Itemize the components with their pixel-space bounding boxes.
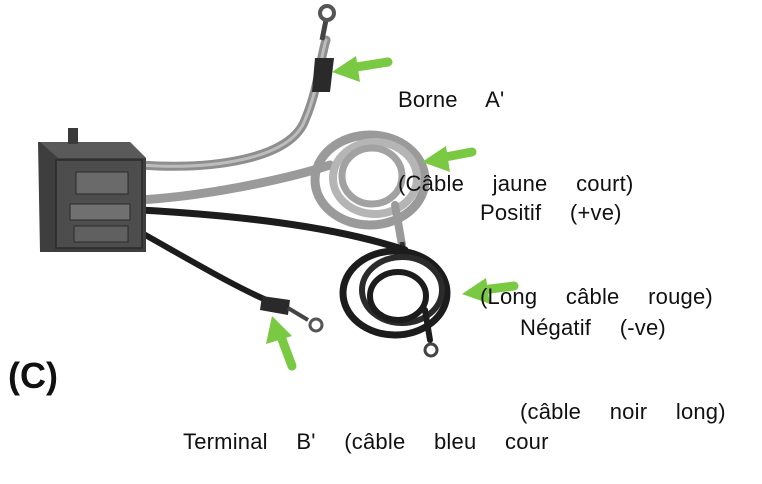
arrow-negatif xyxy=(462,278,519,304)
label-negatif-line2: (câble noir long) xyxy=(520,399,726,424)
label-positif: Positif (+ve) (Long câble rouge) xyxy=(480,143,713,339)
label-terminal-line1: Terminal B' (câble bleu cour xyxy=(183,429,549,454)
label-negatif-line1: Négatif (-ve) xyxy=(520,315,666,340)
label-borne: Borne A' (Câble jaune court) xyxy=(398,30,634,226)
cable-assembly-illustration xyxy=(38,4,519,371)
arrow-terminal xyxy=(266,316,297,371)
label-terminal: Terminal B' (câble bleu cour xyxy=(183,372,549,484)
label-negatif: Négatif (-ve) (câble noir long) xyxy=(520,258,726,454)
label-positif-line2: (Long câble rouge) xyxy=(480,284,713,309)
long-black-coiled-cable xyxy=(136,206,451,358)
short-black-cable xyxy=(137,229,324,333)
junction-box xyxy=(38,128,146,252)
arrow-borne xyxy=(332,56,393,82)
label-positif-line1: Positif (+ve) xyxy=(480,200,622,225)
short-grey-cable xyxy=(135,4,336,171)
label-borne-line1: Borne A' xyxy=(398,87,505,112)
label-borne-line2: (Câble jaune court) xyxy=(398,171,634,196)
arrow-positif xyxy=(422,146,477,172)
figure-letter: (C) xyxy=(8,355,58,396)
